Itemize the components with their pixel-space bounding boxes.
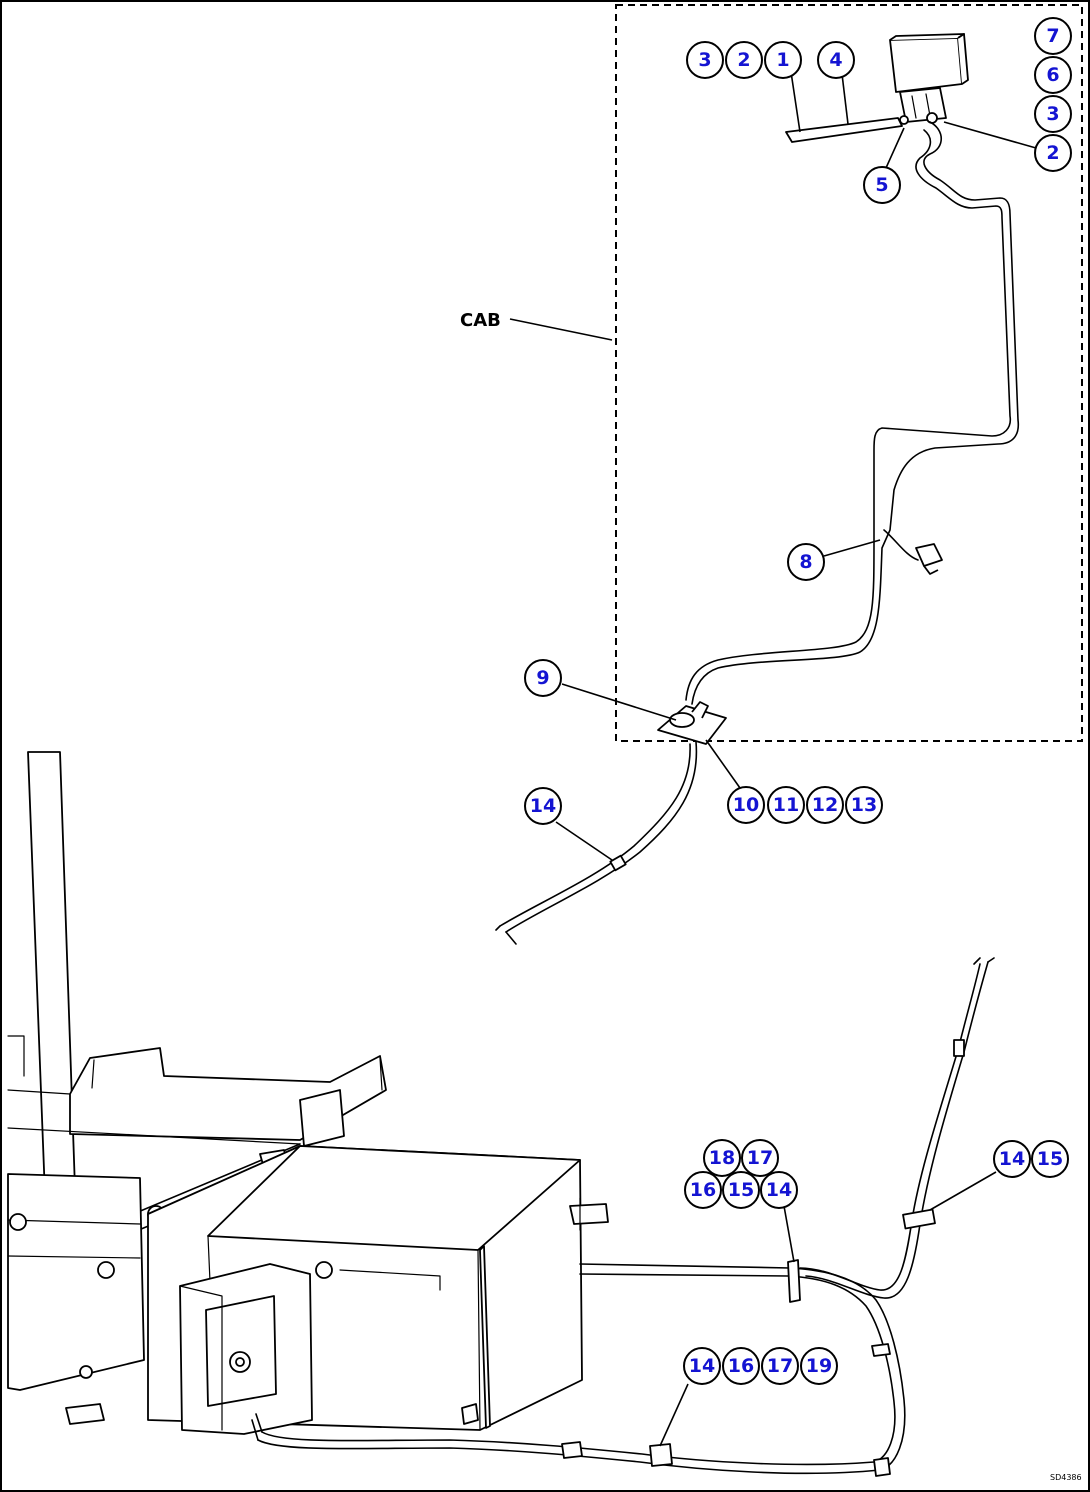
leader-lines xyxy=(555,71,1037,1447)
svg-text:16: 16 xyxy=(728,1355,754,1377)
switch-plate xyxy=(657,701,727,745)
svg-text:12: 12 xyxy=(812,794,838,816)
svg-text:5: 5 xyxy=(875,174,888,196)
svg-text:15: 15 xyxy=(1037,1148,1063,1170)
svg-text:18: 18 xyxy=(709,1147,735,1169)
callout-4: 4 xyxy=(817,41,855,79)
callout-18: 18 xyxy=(703,1139,741,1177)
callout-2: 2 xyxy=(725,41,763,79)
svg-text:8: 8 xyxy=(799,551,812,573)
svg-text:2: 2 xyxy=(1046,142,1059,164)
svg-text:16: 16 xyxy=(690,1179,716,1201)
svg-text:14: 14 xyxy=(530,795,556,817)
callout-14: 14 xyxy=(993,1140,1031,1178)
svg-text:14: 14 xyxy=(689,1355,715,1377)
lamp-bracket xyxy=(785,117,903,143)
svg-text:14: 14 xyxy=(766,1179,792,1201)
callout-5: 5 xyxy=(863,166,901,204)
harness-clip-1 xyxy=(609,854,627,872)
svg-text:1: 1 xyxy=(776,49,789,71)
svg-text:3: 3 xyxy=(698,49,711,71)
callout-17: 17 xyxy=(761,1347,799,1385)
svg-text:17: 17 xyxy=(767,1355,793,1377)
svg-text:19: 19 xyxy=(806,1355,832,1377)
callout-17: 17 xyxy=(741,1139,779,1177)
callout-16: 16 xyxy=(684,1171,722,1209)
harness-clip-7 xyxy=(873,1457,891,1477)
callout-6: 6 xyxy=(1034,56,1072,94)
callout-13: 13 xyxy=(845,786,883,824)
svg-text:17: 17 xyxy=(747,1147,773,1169)
machine-chassis xyxy=(7,751,609,1435)
cab-leader xyxy=(509,318,613,341)
callout-14: 14 xyxy=(683,1347,721,1385)
svg-text:14: 14 xyxy=(999,1148,1025,1170)
callout-12: 12 xyxy=(806,786,844,824)
harness-connector xyxy=(883,529,943,575)
callout-14: 14 xyxy=(524,787,562,825)
lamp-harness xyxy=(691,121,1020,705)
harness-clip-3 xyxy=(953,1039,965,1057)
callout-7: 7 xyxy=(1034,17,1072,55)
callout-11: 11 xyxy=(767,786,805,824)
callout-10: 10 xyxy=(727,786,765,824)
svg-text:4: 4 xyxy=(829,49,842,71)
svg-text:13: 13 xyxy=(851,794,877,816)
callout-8: 8 xyxy=(787,543,825,581)
svg-text:3: 3 xyxy=(1046,103,1059,125)
harness-clip-8 xyxy=(871,1343,891,1357)
chassis-harness-upper xyxy=(505,741,698,933)
harness-clip-6 xyxy=(561,1441,583,1459)
svg-text:15: 15 xyxy=(728,1179,754,1201)
callout-15: 15 xyxy=(722,1171,760,1209)
callout-3: 3 xyxy=(686,41,724,79)
callout-9: 9 xyxy=(524,659,562,697)
callout-14: 14 xyxy=(760,1171,798,1209)
callout-3: 3 xyxy=(1034,95,1072,133)
chassis-harness xyxy=(257,1263,906,1475)
svg-text:2: 2 xyxy=(737,49,750,71)
callout-16: 16 xyxy=(722,1347,760,1385)
svg-text:7: 7 xyxy=(1046,25,1059,47)
harness-clip-2 xyxy=(902,1208,936,1230)
callout-15: 15 xyxy=(1031,1140,1069,1178)
drawing-code: SD4386 xyxy=(1050,1473,1082,1482)
svg-text:10: 10 xyxy=(733,794,759,816)
cab-label: CAB xyxy=(460,310,501,331)
callout-19: 19 xyxy=(800,1347,838,1385)
cab-boundary xyxy=(615,4,1083,742)
svg-text:11: 11 xyxy=(773,794,799,816)
work-lamp xyxy=(889,33,969,125)
svg-text:9: 9 xyxy=(536,667,549,689)
callout-1: 1 xyxy=(764,41,802,79)
harness-clip-5 xyxy=(649,1443,673,1467)
harness-clip-4 xyxy=(787,1259,801,1303)
svg-text:6: 6 xyxy=(1046,64,1059,86)
callout-2: 2 xyxy=(1034,134,1072,172)
